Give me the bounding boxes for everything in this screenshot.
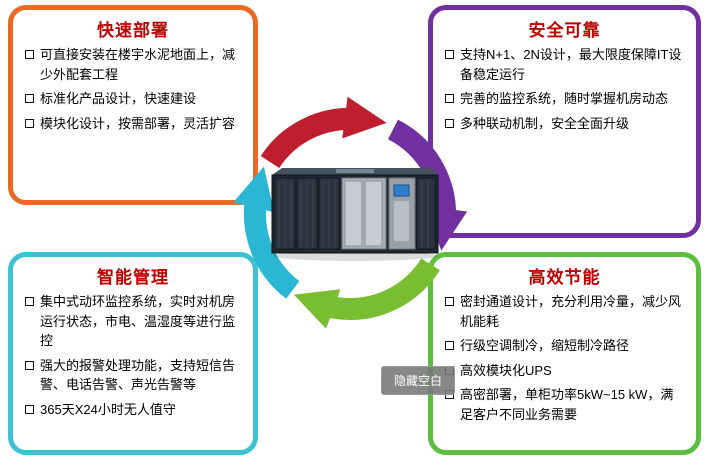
item-text: 365天X24小时无人值守 <box>40 401 176 417</box>
item-text: 集中式动环监控系统，实时对机房运行状态，市电、温湿度等进行监控 <box>40 294 236 348</box>
arrow-bottom-left-icon <box>293 258 440 329</box>
item-text: 高密部署，单柜功率5kW~15 kW，满足客户不同业务需要 <box>460 387 674 422</box>
panel-fast-deployment: 快速部署 可直接安装在楼宇水泥地面上，减少外配套工程 标准化产品设计，快速建设 … <box>8 5 258 205</box>
list-item: 支持N+1、2N设计，最大限度保障IT设备稳定运行 <box>445 45 684 84</box>
item-text: 模块化设计，按需部署，灵活扩容 <box>40 115 236 131</box>
panel-item-list: 集中式动环监控系统，实时对机房运行状态，市电、温湿度等进行监控 强大的报警处理功… <box>13 292 253 432</box>
list-item: 强大的报警处理功能，支持短信告警、电话告警、声光告警等 <box>25 356 241 395</box>
square-bullet-icon <box>25 404 34 414</box>
panel-intelligent-management: 智能管理 集中式动环监控系统，实时对机房运行状态，市电、温湿度等进行监控 强大的… <box>8 252 258 455</box>
panel-item-list: 支持N+1、2N设计，最大限度保障IT设备稳定运行 完善的监控系统，随时掌握机房… <box>433 45 696 146</box>
panel-title: 智能管理 <box>97 268 169 287</box>
list-item: 密封通道设计，充分利用冷量，减少风机能耗 <box>445 292 684 331</box>
hide-blank-tooltip[interactable]: 隐藏空白 <box>381 366 456 395</box>
item-text: 强大的报警处理功能，支持短信告警、电话告警、声光告警等 <box>40 357 236 393</box>
list-item: 行级空调制冷，缩短制冷路径 <box>445 336 684 356</box>
square-bullet-icon <box>25 360 34 370</box>
square-bullet-icon <box>445 50 454 59</box>
item-text: 支持N+1、2N设计，最大限度保障IT设备稳定运行 <box>460 47 682 82</box>
square-bullet-icon <box>445 118 454 128</box>
item-text: 可直接安装在楼宇水泥地面上，减少外配套工程 <box>40 47 236 82</box>
datacenter-image <box>268 163 442 263</box>
panel-safe-reliable: 安全可靠 支持N+1、2N设计，最大限度保障IT设备稳定运行 完善的监控系统，随… <box>428 5 701 238</box>
panel-title: 安全可靠 <box>528 21 601 40</box>
item-text: 完善的监控系统，随时掌握机房动态 <box>460 91 669 106</box>
panel-title: 高效节能 <box>528 268 601 287</box>
square-bullet-icon <box>445 94 454 103</box>
panel-efficient-energy: 高效节能 密封通道设计，充分利用冷量，减少风机能耗 行级空调制冷，缩短制冷路径 … <box>428 252 701 455</box>
square-bullet-icon <box>25 50 34 59</box>
panel-item-list: 可直接安装在楼宇水泥地面上，减少外配套工程 标准化产品设计，快速建设 模块化设计… <box>13 45 253 146</box>
square-bullet-icon <box>25 297 34 306</box>
list-item: 高效模块化UPS <box>445 361 684 381</box>
arrow-top-right-icon <box>260 96 387 169</box>
item-text: 行级空调制冷，缩短制冷路径 <box>460 338 630 353</box>
list-item: 多种联动机制，安全全面升级 <box>445 114 684 134</box>
panel-title: 快速部署 <box>97 21 169 40</box>
list-item: 集中式动环监控系统，实时对机房运行状态，市电、温湿度等进行监控 <box>25 292 241 351</box>
list-item: 完善的监控系统，随时掌握机房动态 <box>445 89 684 109</box>
item-text: 多种联动机制，安全全面升级 <box>460 115 630 131</box>
list-item: 模块化设计，按需部署，灵活扩容 <box>25 114 241 134</box>
square-bullet-icon <box>445 341 454 350</box>
list-item: 高密部署，单柜功率5kW~15 kW，满足客户不同业务需要 <box>445 385 684 424</box>
item-text: 高效模块化UPS <box>460 362 552 378</box>
list-item: 365天X24小时无人值守 <box>25 400 241 420</box>
list-item: 标准化产品设计，快速建设 <box>25 89 241 109</box>
datacenter-cabinets-icon <box>271 168 439 261</box>
square-bullet-icon <box>25 118 34 128</box>
list-item: 可直接安装在楼宇水泥地面上，减少外配套工程 <box>25 45 241 84</box>
item-text: 标准化产品设计，快速建设 <box>40 91 197 106</box>
square-bullet-icon <box>25 94 34 103</box>
panel-item-list: 密封通道设计，充分利用冷量，减少风机能耗 行级空调制冷，缩短制冷路径 高效模块化… <box>433 292 696 437</box>
item-text: 密封通道设计，充分利用冷量，减少风机能耗 <box>460 294 682 329</box>
square-bullet-icon <box>445 297 454 306</box>
